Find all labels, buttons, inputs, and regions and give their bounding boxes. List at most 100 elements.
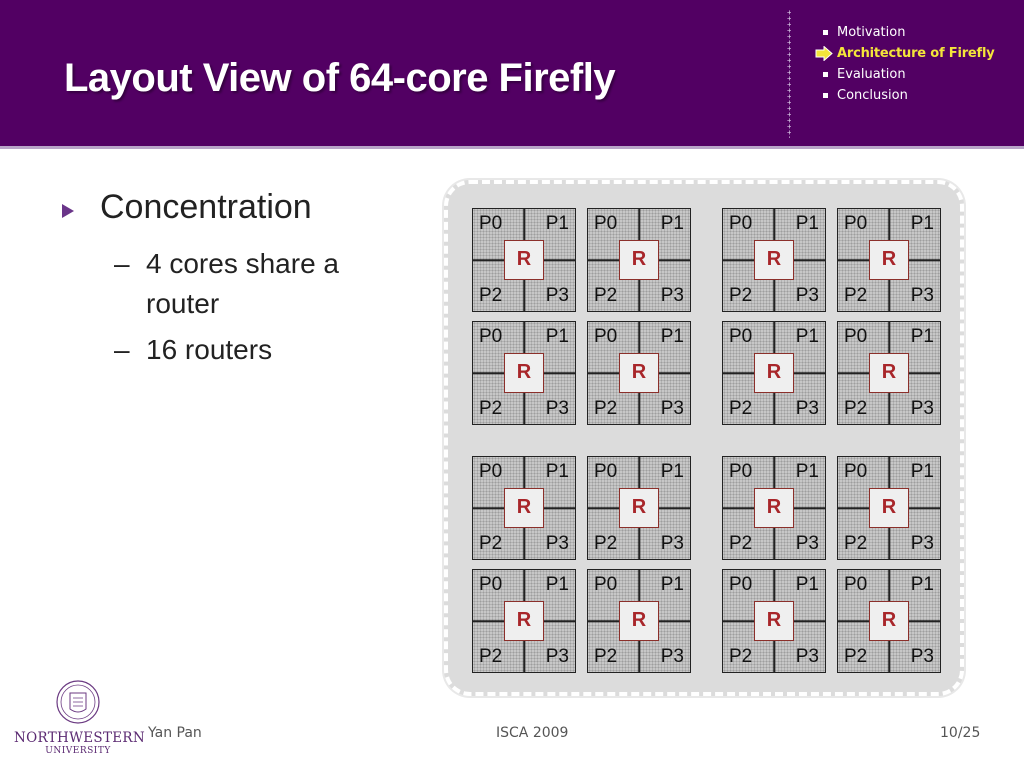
core-label-p1: P1 xyxy=(660,326,684,347)
core-label-p2: P2 xyxy=(594,285,618,306)
core-label-p0: P0 xyxy=(729,326,753,347)
core-label-p3: P3 xyxy=(795,533,819,554)
core-label-p1: P1 xyxy=(660,461,684,482)
core-label-p0: P0 xyxy=(729,213,753,234)
router-box: R xyxy=(619,488,659,528)
core-label-p0: P0 xyxy=(594,326,618,347)
router-box: R xyxy=(504,240,544,280)
core-label-p2: P2 xyxy=(844,398,868,419)
core-label-p2: P2 xyxy=(479,398,503,419)
core-label-p0: P0 xyxy=(729,461,753,482)
core-label-p2: P2 xyxy=(729,646,753,667)
dash-bullet-icon: – xyxy=(114,248,130,279)
northwestern-logo: NORTHWESTERN UNIVERSITY xyxy=(14,680,145,762)
core-label-p3: P3 xyxy=(795,646,819,667)
core-label-p0: P0 xyxy=(479,326,503,347)
core-label-p0: P0 xyxy=(479,213,503,234)
university-seal-icon xyxy=(56,680,100,724)
core-label-p1: P1 xyxy=(910,574,934,595)
footer-author: Yan Pan xyxy=(148,725,202,741)
core-label-p2: P2 xyxy=(729,533,753,554)
bullet-concentration: Concentration xyxy=(62,188,422,234)
router-box: R xyxy=(754,240,794,280)
core-label-p1: P1 xyxy=(795,461,819,482)
core-label-p3: P3 xyxy=(660,533,684,554)
router-box: R xyxy=(619,240,659,280)
nav-item-architecture[interactable]: Architecture of Firefly xyxy=(815,43,1018,64)
core-label-p0: P0 xyxy=(844,574,868,595)
core-label-p3: P3 xyxy=(660,398,684,419)
core-label-p2: P2 xyxy=(844,285,868,306)
core-label-p3: P3 xyxy=(795,398,819,419)
core-label-p1: P1 xyxy=(910,326,934,347)
core-label-p2: P2 xyxy=(594,533,618,554)
core-label-p2: P2 xyxy=(594,646,618,667)
core-label-p0: P0 xyxy=(479,574,503,595)
core-label-p3: P3 xyxy=(545,533,569,554)
nav-item-evaluation[interactable]: Evaluation xyxy=(818,64,1018,85)
core-label-p2: P2 xyxy=(479,646,503,667)
core-label-p1: P1 xyxy=(545,326,569,347)
core-label-p1: P1 xyxy=(660,213,684,234)
core-label-p3: P3 xyxy=(910,646,934,667)
core-label-p0: P0 xyxy=(594,574,618,595)
router-box: R xyxy=(869,353,909,393)
core-label-p3: P3 xyxy=(910,533,934,554)
core-label-p1: P1 xyxy=(545,461,569,482)
core-label-p0: P0 xyxy=(479,461,503,482)
core-label-p1: P1 xyxy=(795,326,819,347)
logo-subtitle: UNIVERSITY xyxy=(45,746,111,756)
core-label-p3: P3 xyxy=(660,285,684,306)
core-label-p0: P0 xyxy=(594,213,618,234)
current-section-arrow-icon xyxy=(815,46,833,61)
core-label-p2: P2 xyxy=(479,285,503,306)
core-label-p2: P2 xyxy=(729,285,753,306)
sub-bullet-cores: – 4 cores share a router xyxy=(62,244,422,324)
core-label-p1: P1 xyxy=(910,213,934,234)
core-label-p1: P1 xyxy=(910,461,934,482)
router-box: R xyxy=(619,601,659,641)
core-label-p2: P2 xyxy=(594,398,618,419)
router-box: R xyxy=(869,240,909,280)
core-label-p0: P0 xyxy=(844,461,868,482)
square-bullet-icon xyxy=(823,93,828,98)
section-nav: Motivation Architecture of Firefly Evalu… xyxy=(815,22,1018,106)
dotted-separator: + + + + + + + + + + + + + + + + + + + + … xyxy=(787,10,791,138)
router-box: R xyxy=(504,488,544,528)
nav-item-motivation[interactable]: Motivation xyxy=(818,22,1018,43)
core-label-p1: P1 xyxy=(795,213,819,234)
square-bullet-icon xyxy=(823,30,828,35)
header-divider xyxy=(0,146,1024,149)
dash-bullet-icon: – xyxy=(114,334,130,365)
core-label-p0: P0 xyxy=(844,326,868,347)
footer-venue: ISCA 2009 xyxy=(496,725,569,741)
core-label-p1: P1 xyxy=(545,213,569,234)
core-label-p3: P3 xyxy=(795,285,819,306)
router-box: R xyxy=(754,488,794,528)
core-label-p2: P2 xyxy=(479,533,503,554)
router-box: R xyxy=(869,601,909,641)
slide-title: Layout View of 64-core Firefly xyxy=(64,56,616,100)
router-box: R xyxy=(504,353,544,393)
router-box: R xyxy=(754,601,794,641)
router-box: R xyxy=(869,488,909,528)
core-label-p2: P2 xyxy=(844,533,868,554)
router-box: R xyxy=(754,353,794,393)
router-box: R xyxy=(619,353,659,393)
nav-item-conclusion[interactable]: Conclusion xyxy=(818,85,1018,106)
core-label-p3: P3 xyxy=(545,398,569,419)
